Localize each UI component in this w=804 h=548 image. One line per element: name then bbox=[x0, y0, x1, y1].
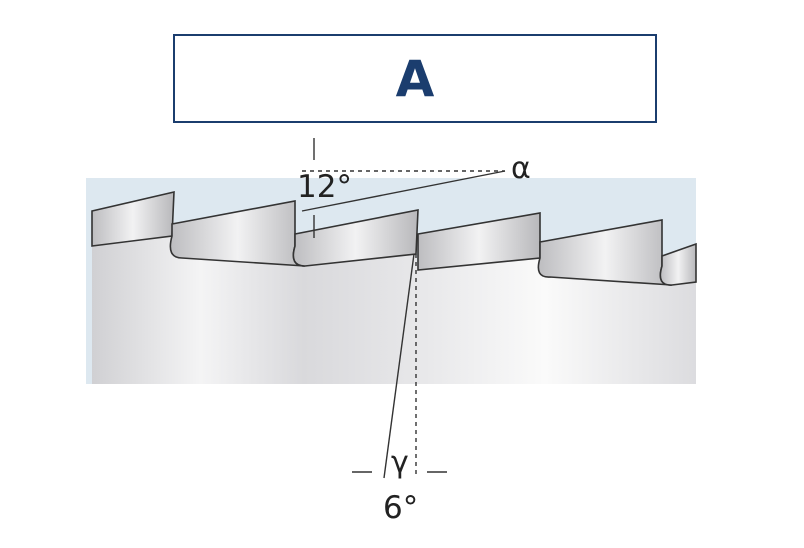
rake-angle-value: 6° bbox=[383, 490, 418, 526]
rake-angle-symbol: γ bbox=[391, 445, 409, 480]
rake-angle-lines bbox=[352, 253, 447, 479]
title-box: A bbox=[173, 34, 657, 123]
tooth-6 bbox=[659, 242, 697, 286]
saw-blade-body bbox=[92, 236, 696, 384]
tooth-3 bbox=[292, 209, 419, 267]
clearance-angle-symbol: α bbox=[511, 151, 531, 186]
saw-teeth bbox=[91, 190, 697, 286]
clearance-angle-value: 12° bbox=[297, 169, 352, 205]
diagram-title: A bbox=[395, 49, 435, 108]
clearance-angle-lines bbox=[301, 138, 506, 238]
